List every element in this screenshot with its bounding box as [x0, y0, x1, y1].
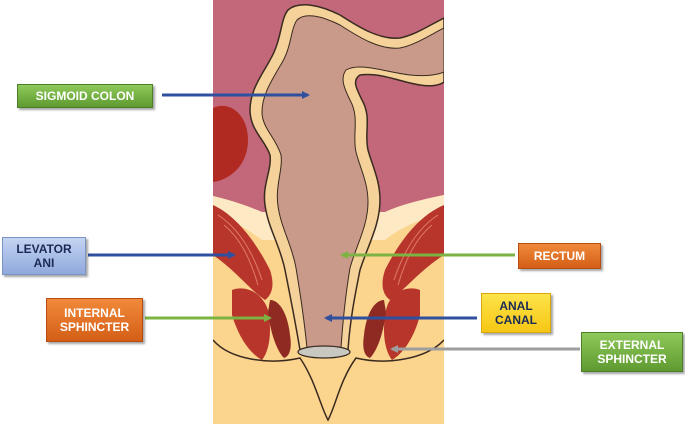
skin-outline	[213, 339, 444, 422]
label-internal-sphincter: INTERNAL SPHINCTER	[46, 298, 143, 342]
label-rectum: RECTUM	[518, 243, 601, 269]
levator-ani-right	[382, 205, 444, 300]
internal-sphincter-left	[268, 300, 291, 358]
label-sigmoid-colon: SIGMOID COLON	[17, 84, 153, 108]
internal-sphincter-right	[363, 300, 386, 358]
external-sphincter-left	[232, 288, 270, 360]
label-levator-ani: LEVATOR ANI	[2, 237, 86, 275]
label-external-sphincter: EXTERNAL SPHINCTER	[581, 332, 683, 372]
external-sphincter-right	[384, 288, 420, 360]
anatomy-panel	[213, 0, 444, 424]
label-anal-canal: ANAL CANAL	[481, 293, 551, 333]
red-organ	[213, 105, 248, 182]
anal-opening	[297, 345, 351, 359]
muscle-striations	[217, 214, 439, 286]
